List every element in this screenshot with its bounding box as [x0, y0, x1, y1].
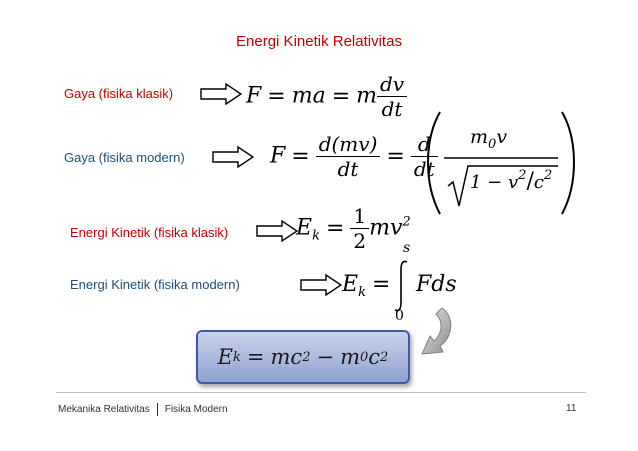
final-equation-box: [196, 330, 410, 384]
label-force-classic: Gaya (fisika klasik): [64, 86, 174, 101]
label-ke-classic: Energi Kinetik (fisika klasik): [70, 225, 229, 240]
arrow-icon: [200, 83, 242, 105]
footer-left-text: Mekanika Relativitas: [58, 404, 150, 416]
arrow-icon: [256, 220, 298, 242]
integral-sign: [394, 260, 408, 312]
label-force-modern: Gaya (fisika modern): [64, 150, 185, 165]
curved-arrow-icon: [421, 307, 452, 355]
footer-separator: [156, 403, 158, 416]
arrow-icon: [212, 146, 254, 168]
inner-numerator: m0v: [470, 126, 508, 152]
footer-right-text: Fisika Modern: [164, 404, 228, 416]
slide-title: Energi Kinetik Relativitas: [236, 33, 402, 50]
equation-ke-modern-lhs: Ek=: [342, 272, 391, 300]
inner-fraction-graphic: [427, 111, 575, 215]
page-number: 11: [566, 403, 577, 414]
integrand: Fds: [416, 272, 457, 297]
footer-course: Mekanika Relativitas Fisika Modern: [58, 403, 228, 416]
footer-divider: [56, 392, 586, 393]
arrow-icon: [300, 274, 342, 296]
inner-root: 1 − v2/c2: [470, 168, 553, 194]
label-ke-modern: Energi Kinetik (fisika modern): [70, 277, 240, 292]
integral-upper: s: [403, 240, 411, 256]
integral-lower: 0: [395, 308, 404, 324]
